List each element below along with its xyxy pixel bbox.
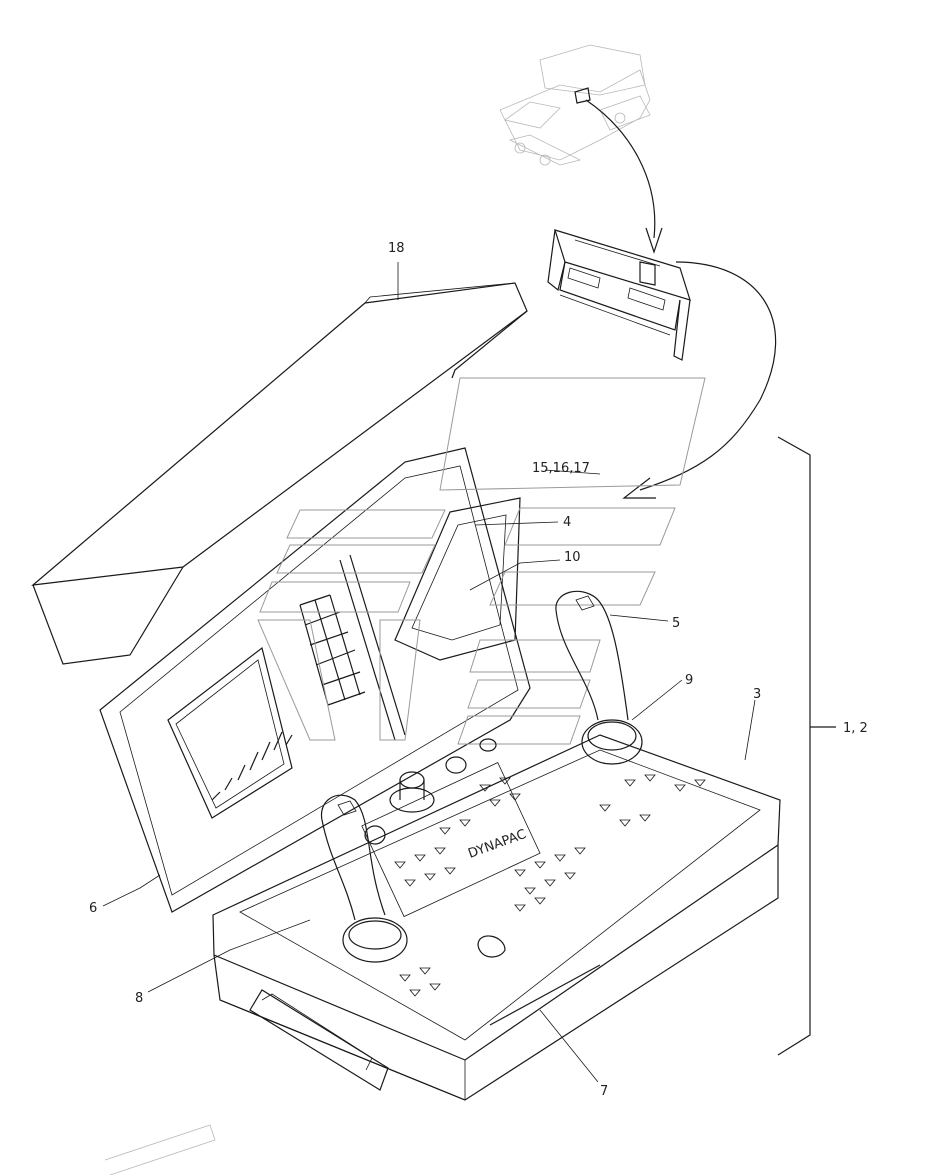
protective-cover [31,282,528,665]
callout-left-panel: 6 [89,901,97,916]
arrow-module-to-console [622,261,777,499]
paver-machine-illustration [499,44,651,166]
left-joystick [320,794,408,963]
callout-console-body: 3 [753,687,761,702]
callout-knob: 7 [600,1084,608,1099]
display-panel [99,447,531,913]
callout-screen: 10 [564,550,581,565]
callout-assembly: 1, 2 [843,721,868,736]
control-module-illustration [547,229,691,361]
assembly-bracket [777,436,836,1056]
arrow-machine-to-module [585,99,663,254]
callout-monitor-group: 15,16,17 [532,461,590,476]
callout-left-joystick-base: 8 [135,991,143,1006]
leader-lines [102,262,756,1083]
console-body [212,734,781,1101]
brand-label: DYNAPAC [466,827,528,862]
callout-right-joystick: 5 [672,616,680,631]
watermark-logo [257,377,706,745]
console-knobs [364,738,506,958]
callout-right-joystick-base: 9 [685,673,693,688]
base-fragment [104,1124,216,1175]
callout-cover: 18 [388,241,405,256]
right-joystick [555,590,643,765]
callout-display-frame: 4 [563,515,571,530]
